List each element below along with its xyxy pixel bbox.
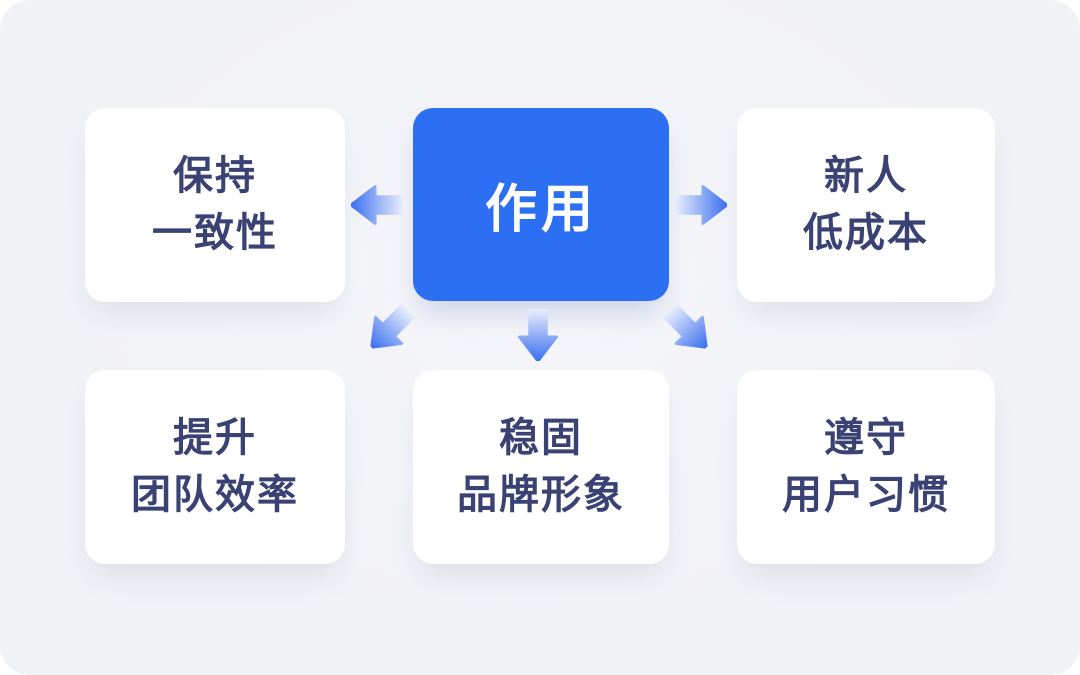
node-follow-user-habits: 遵守 用户习惯 <box>737 370 995 564</box>
arrow-down-right-icon <box>662 303 708 349</box>
arrow-down-left-icon <box>370 303 416 349</box>
node-keep-consistency: 保持 一致性 <box>85 108 345 302</box>
arrow-right-icon <box>675 185 727 225</box>
node-label-line: 低成本 <box>803 211 929 255</box>
center-node-role: 作用 <box>413 108 669 301</box>
node-label-line: 新人 <box>824 154 908 198</box>
node-label-line: 提升 <box>173 416 257 460</box>
node-improve-team-efficiency: 提升 团队效率 <box>85 370 345 564</box>
node-stable-brand-image: 稳固 品牌形象 <box>413 370 669 564</box>
node-label-line: 保持 <box>173 154 257 198</box>
node-label-line: 稳固 <box>499 416 583 460</box>
node-label-line: 一致性 <box>152 211 278 255</box>
node-label-line: 遵守 <box>824 416 908 460</box>
node-newcomer-low-cost: 新人 低成本 <box>737 108 995 302</box>
node-label-line: 用户习惯 <box>782 473 950 517</box>
node-label-line: 品牌形象 <box>457 473 625 517</box>
center-node-label: 作用 <box>484 181 597 239</box>
node-label-line: 团队效率 <box>131 473 299 517</box>
arrow-left-icon <box>351 185 403 225</box>
arrow-down-icon <box>518 309 558 361</box>
